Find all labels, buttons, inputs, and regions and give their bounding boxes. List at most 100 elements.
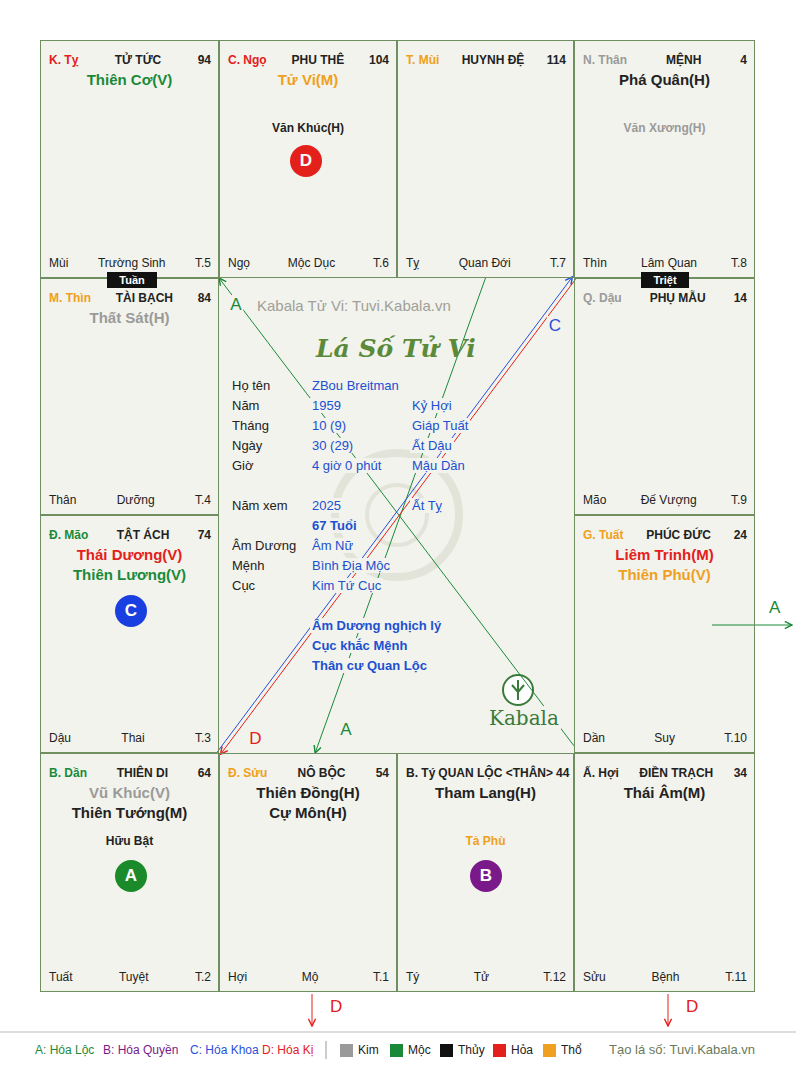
major-star: Thái Dương(V) (41, 546, 218, 563)
age-marker: T.9 (731, 493, 747, 507)
transformation-arrow (217, 277, 572, 752)
edge-label: C (547, 316, 563, 336)
heavenly-stem: Q. Dậu (583, 291, 622, 305)
chart-label: Âm Dương (230, 538, 298, 553)
heavenly-stem: N. Thân (583, 53, 627, 67)
palace-number: 24 (734, 528, 747, 542)
palace-name: ĐIỀN TRẠCH (619, 766, 734, 780)
legend-swatch (340, 1044, 353, 1057)
minor-star: Hữu Bật (41, 834, 218, 848)
age-marker: T.7 (550, 256, 566, 270)
age-marker: T.8 (731, 256, 747, 270)
palace-name: NÔ BỘC (267, 766, 375, 780)
earthly-branch: Tuất (49, 970, 73, 984)
legend-text: Hỏa (511, 1043, 533, 1057)
life-stage: Mộc Dục (288, 256, 335, 270)
palace-number: 114 (547, 53, 566, 67)
palace-number: 74 (198, 528, 211, 542)
chart-label: Ất Dậu (410, 438, 454, 453)
chart-label: Mậu Dần (410, 458, 467, 473)
major-star: Thiên Tướng(M) (41, 804, 218, 821)
major-star: Thiên Lương(V) (41, 566, 218, 583)
palace-name: HUYNH ĐỆ (439, 53, 546, 67)
major-star: Thái Âm(M) (575, 784, 754, 801)
life-stage: Thai (121, 731, 144, 745)
legend-text: B: Hóa Quyền (103, 1043, 178, 1057)
palace-footer: TuấtTuyệtT.2 (49, 970, 211, 984)
palace-number: 4 (740, 53, 747, 67)
chart-label: 30 (29) (310, 438, 355, 453)
palace-header: T. MùiHUYNH ĐỆ114 (406, 53, 566, 67)
palace-footer: ThânDưỡngT.4 (49, 493, 211, 507)
earthly-branch: Thân (49, 493, 76, 507)
earthly-branch: Tý (406, 970, 419, 984)
legend-swatch (390, 1044, 403, 1057)
palace-box: G. TuấtPHÚC ĐỨC24Liêm Trinh(M)Thiên Phủ(… (574, 515, 755, 753)
chart-label: Tạo lá số: Tuvi.Kabala.vn (607, 1042, 757, 1057)
palace-box: B. DầnTHIÊN DI64Vũ Khúc(V)Thiên Tướng(M)… (40, 753, 219, 992)
palace-footer: SửuBệnhT.11 (583, 970, 747, 984)
palace-box: Đ. MãoTẬT ÁCH74Thái Dương(V)Thiên Lương(… (40, 515, 219, 753)
chart-label: 1959 (310, 398, 343, 413)
earthly-branch: Tỵ (406, 256, 419, 270)
palace-header: C. NgọPHU THÊ104 (228, 53, 389, 67)
circle-letter: D (300, 151, 312, 171)
legend-separator (326, 1041, 327, 1059)
palace-name: TÀI BẠCH (91, 291, 198, 305)
void-band: Triệt (641, 272, 688, 288)
palace-number: 64 (198, 766, 211, 780)
palace-name: PHU THÊ (267, 53, 369, 67)
minor-star: Tả Phù (398, 834, 573, 848)
palace-header: K. TỵTỬ TỨC94 (49, 53, 211, 67)
age-marker: T.2 (195, 970, 211, 984)
palace-box: K. TỵTỬ TỨC94Thiên Cơ(V)MùiTrường SinhT.… (40, 40, 219, 278)
palace-number: 54 (376, 766, 389, 780)
heavenly-stem: B. Dần (49, 766, 87, 780)
heavenly-stem: M. Thìn (49, 291, 91, 305)
palace-header: Ấ. HợiĐIỀN TRẠCH34 (583, 766, 747, 780)
heavenly-stem: Đ. Sửu (228, 766, 267, 780)
heavenly-stem: G. Tuất (583, 528, 623, 542)
transformation-arrow (315, 278, 485, 753)
palace-header: G. TuấtPHÚC ĐỨC24 (583, 528, 747, 542)
age-marker: T.5 (195, 256, 211, 270)
heavenly-stem: T. Mùi (406, 53, 439, 67)
major-star: Vũ Khúc(V) (41, 784, 218, 801)
earthly-branch: Ngọ (228, 256, 250, 270)
chart-label: Âm Nữ (310, 538, 355, 553)
chart-label: Cục (230, 578, 257, 593)
life-stage: Đế Vượng (641, 493, 697, 507)
palace-box: T. MùiHUYNH ĐỆ114TỵQuan ĐớiT.7 (397, 40, 574, 278)
chart-label: Thân cư Quan Lộc (310, 658, 429, 673)
life-stage: Tử (474, 970, 489, 984)
age-marker: T.4 (195, 493, 211, 507)
heavenly-stem: Đ. Mão (49, 528, 88, 542)
palace-footer: TýTửT.12 (406, 970, 566, 984)
earthly-branch: Sửu (583, 970, 606, 984)
major-star: Liêm Trinh(M) (575, 546, 754, 563)
palace-name: QUAN LỘC <THÂN> (435, 766, 556, 780)
earthly-branch: Dậu (49, 731, 71, 745)
chart-label: Năm (230, 398, 261, 413)
age-marker: T.1 (373, 970, 389, 984)
heavenly-stem: C. Ngọ (228, 53, 267, 67)
palace-header: N. ThânMỆNH4 (583, 53, 747, 67)
chart-label: Kim Tứ Cục (310, 578, 383, 593)
chart-title: Lá Số Tử Vi (316, 334, 476, 363)
band-text: Tuần (119, 272, 144, 288)
palace-name: PHỤ MẪU (622, 291, 734, 305)
transformation-circle: D (290, 145, 322, 177)
palace-number: 44 (556, 766, 569, 780)
transformation-circle: A (115, 860, 147, 892)
chart-label: Năm xem (230, 498, 290, 513)
chart-label: 4 giờ 0 phút (310, 458, 383, 473)
outgoing-arrow (712, 625, 792, 626)
palace-header: Q. DậuPHỤ MẪU14 (583, 291, 747, 305)
edge-label: D (247, 729, 263, 749)
heavenly-stem: Ấ. Hợi (583, 766, 619, 780)
major-star: Tham Lang(H) (398, 784, 573, 801)
palace-box: N. ThânMỆNH4Phá Quân(H)Văn Xương(H)ThìnL… (574, 40, 755, 278)
major-star: Cự Môn(H) (220, 804, 396, 821)
earthly-branch: Thìn (583, 256, 607, 270)
